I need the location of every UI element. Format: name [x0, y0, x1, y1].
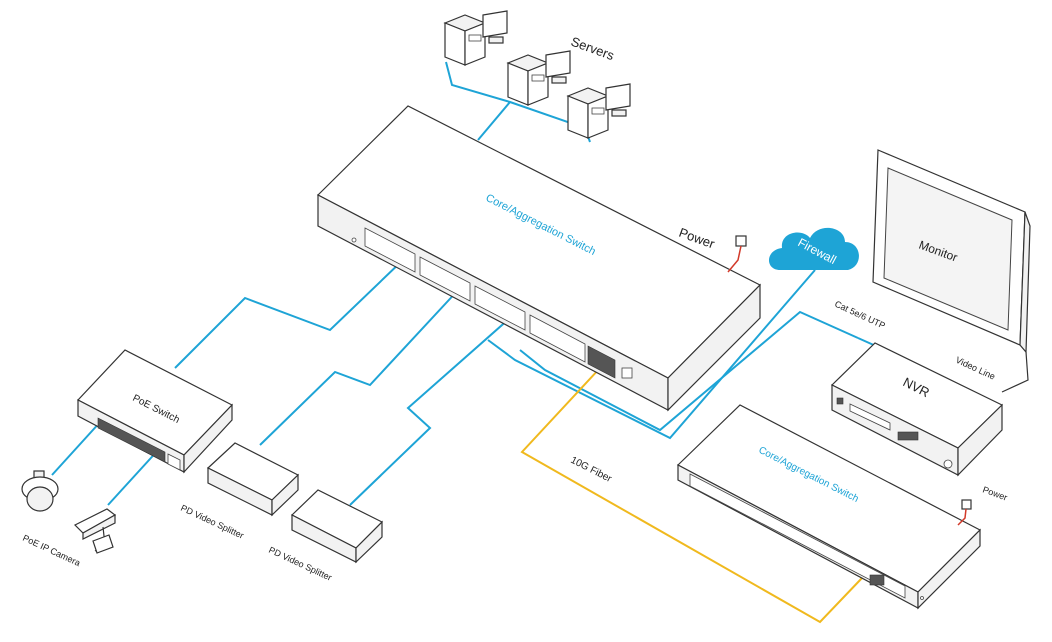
- link-10g-fiber: [520, 367, 863, 624]
- core-switch-main-side: [667, 283, 761, 412]
- monitor: Monitor: [872, 149, 1031, 393]
- bullet-camera: [73, 508, 117, 554]
- server-2: [506, 50, 571, 106]
- link-poe-switch-to-core: [174, 257, 406, 369]
- power-cord-main: [727, 245, 742, 273]
- core-switch-main-ports: [351, 227, 633, 379]
- ethernet-links: [51, 61, 897, 506]
- poe-ip-cameras: PoE IP Camera: [21, 470, 117, 568]
- poe-switch-side: [183, 403, 233, 474]
- poe-switch: PoE Switch: [77, 349, 233, 474]
- fiber-links: [520, 367, 863, 624]
- cat-utp-label: Cat 5e/6 UTP: [833, 299, 887, 331]
- link-server-to-core: [477, 101, 511, 141]
- power-outlet-second: [961, 499, 972, 510]
- servers-label: Servers: [569, 34, 617, 64]
- link-dome-camera: [51, 419, 103, 476]
- firewall-cloud-shape: [768, 227, 859, 270]
- pd-splitter-1-label: PD Video Splitter: [179, 503, 245, 541]
- server-1: [443, 10, 508, 66]
- power-outlet-main: [735, 235, 747, 247]
- dome-camera: [21, 470, 59, 512]
- core-switch-main: Core/Aggregation Switch Power: [316, 105, 762, 412]
- link-splitter-2-to-core: [349, 317, 511, 506]
- poe-ip-camera-label: PoE IP Camera: [21, 533, 82, 568]
- link-core-to-nvr: [519, 310, 859, 432]
- fiber-label: 10G Fiber: [569, 455, 614, 485]
- link-splitter-1-to-core: [259, 287, 461, 446]
- video-line-label: Video Line: [954, 355, 997, 382]
- core-switch-second-side: [917, 528, 981, 610]
- server-3: [566, 83, 631, 139]
- nvr-side: [957, 403, 1003, 477]
- link-core-to-firewall: [487, 269, 816, 440]
- servers-group: Servers: [443, 10, 631, 139]
- firewall-cloud: Firewall: [768, 227, 859, 270]
- link-bullet-camera: [107, 447, 161, 506]
- power-second-label: Power: [981, 484, 1008, 502]
- pd-splitter-2-label: PD Video Splitter: [267, 545, 333, 583]
- core-switch-second-ports: [689, 473, 906, 599]
- power-cord-second: [957, 508, 967, 526]
